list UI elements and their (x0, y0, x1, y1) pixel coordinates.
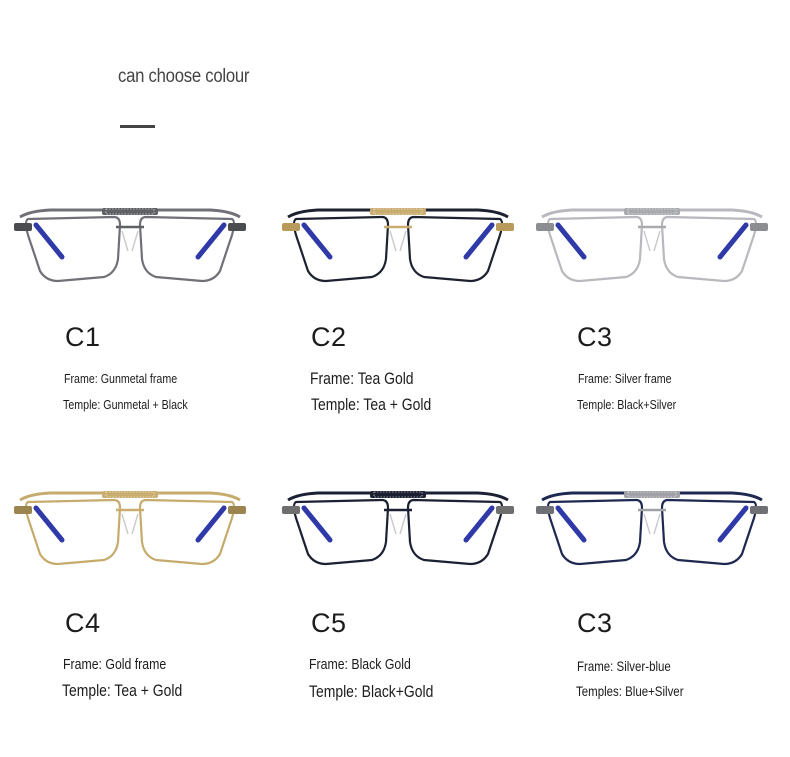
page-heading: can choose colour (118, 66, 250, 87)
bridge-top (370, 491, 426, 498)
bridge-texture (627, 208, 677, 215)
frame-description: Frame: Silver-blue (577, 658, 671, 674)
temple-left (301, 222, 333, 260)
temple-left (555, 222, 587, 260)
hinge-right (228, 506, 246, 514)
nose-pad-right (653, 513, 661, 535)
bridge-texture (105, 491, 155, 498)
temple-description: Temple: Gunmetal + Black (63, 397, 188, 412)
temple-left (555, 505, 587, 543)
nose-pad-left (121, 513, 129, 535)
hinge-right (496, 506, 514, 514)
variant-code: C2 (311, 322, 347, 352)
glasses-image-c3-silver (536, 208, 768, 283)
temple-description: Temple: Black+Silver (577, 397, 677, 412)
temple-left (33, 505, 65, 543)
hinge-left (282, 506, 300, 514)
temple-description: Temple: Tea + Gold (62, 681, 183, 700)
nose-pad-left (643, 230, 651, 252)
hinge-left (536, 223, 554, 231)
frame-description: Frame: Tea Gold (310, 369, 414, 388)
nose-pad-right (399, 230, 407, 252)
temple-right (195, 222, 227, 260)
temple-right (717, 222, 749, 260)
temple-description: Temples: Blue+Silver (576, 683, 684, 699)
frame-description: Frame: Gunmetal frame (64, 371, 178, 386)
nose-pad-right (131, 513, 139, 535)
nose-pad-right (653, 230, 661, 252)
nose-pad-left (643, 513, 651, 535)
hinge-right (750, 223, 768, 231)
variant-code: C1 (65, 322, 101, 352)
temple-right (195, 505, 227, 543)
bridge-texture (373, 208, 423, 215)
glasses-image-c3-silver-blue (536, 491, 768, 566)
bridge-texture (373, 491, 423, 498)
temple-right (463, 222, 495, 260)
bridge-top (370, 208, 426, 215)
nose-pad-left (389, 230, 397, 252)
frame-description: Frame: Black Gold (309, 656, 411, 673)
temple-right (463, 505, 495, 543)
frame-description: Frame: Silver frame (578, 371, 672, 386)
glasses-image-c5 (282, 491, 514, 566)
hinge-right (750, 506, 768, 514)
hinge-right (496, 223, 514, 231)
frame-description: Frame: Gold frame (63, 656, 167, 673)
temple-right (717, 505, 749, 543)
glasses-image-c1 (14, 208, 246, 283)
bridge-top (624, 208, 680, 215)
nose-pad-left (121, 230, 129, 252)
temple-left (33, 222, 65, 260)
bridge-top (102, 491, 158, 498)
bridge-top (624, 491, 680, 498)
bridge-texture (105, 208, 155, 215)
variant-code: C4 (65, 608, 101, 638)
bridge-top (102, 208, 158, 215)
temple-description: Temple: Black+Gold (309, 682, 434, 701)
hinge-left (14, 223, 32, 231)
glasses-image-c4 (14, 491, 246, 566)
hinge-right (228, 223, 246, 231)
heading-underline (120, 125, 155, 128)
hinge-left (14, 506, 32, 514)
glasses-image-c2 (282, 208, 514, 283)
variant-code: C3 (577, 608, 613, 638)
variant-code: C5 (311, 608, 347, 638)
temple-description: Temple: Tea + Gold (311, 395, 432, 414)
nose-pad-right (399, 513, 407, 535)
hinge-left (536, 506, 554, 514)
nose-pad-right (131, 230, 139, 252)
bridge-texture (627, 491, 677, 498)
temple-left (301, 505, 333, 543)
nose-pad-left (389, 513, 397, 535)
hinge-left (282, 223, 300, 231)
variant-code: C3 (577, 322, 613, 352)
